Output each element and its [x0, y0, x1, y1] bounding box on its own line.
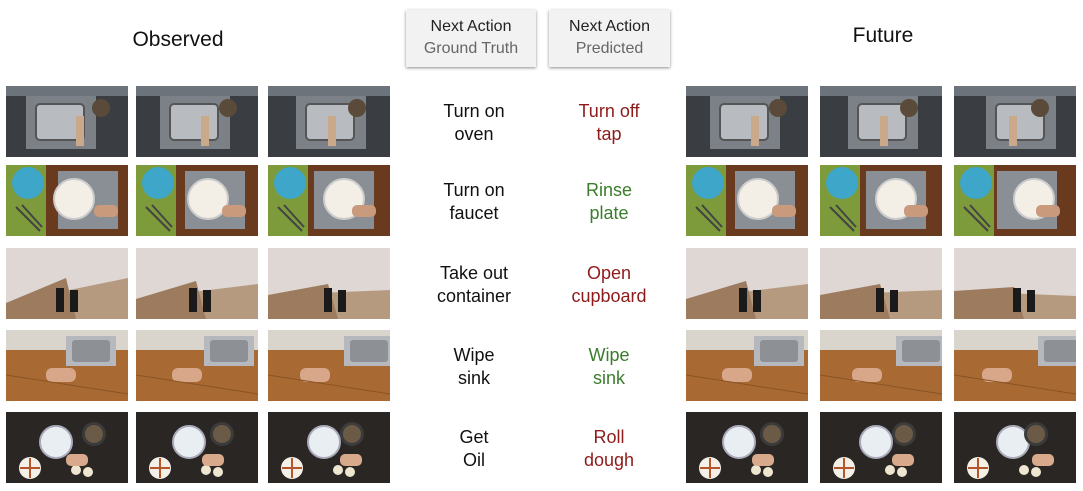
- future-frame-4-1: [686, 330, 808, 401]
- future-frame-2-3: [954, 165, 1076, 236]
- future-frame-1-1: [686, 86, 808, 157]
- observed-frame-5-3: [268, 412, 390, 483]
- observed-frame-5-2: [136, 412, 258, 483]
- observed-frame-1-3: [268, 86, 390, 157]
- predicted-header-card: Next Action Predicted: [549, 10, 670, 67]
- future-frame-3-3: [954, 248, 1076, 319]
- future-frame-5-2: [820, 412, 942, 483]
- future-frame-1-3: [954, 86, 1076, 157]
- observed-header: Observed: [132, 28, 224, 51]
- observed-frame-4-1: [6, 330, 128, 401]
- observed-frame-1-2: [136, 86, 258, 157]
- future-frame-5-3: [954, 412, 1076, 483]
- future-frame-3-1: [686, 248, 808, 319]
- future-frame-2-2: [820, 165, 942, 236]
- future-frame-3-2: [820, 248, 942, 319]
- future-frame-1-2: [820, 86, 942, 157]
- future-frame-4-3: [954, 330, 1076, 401]
- ground-truth-header-line1: Next Action: [430, 18, 512, 35]
- observed-frame-5-1: [6, 412, 128, 483]
- predicted-header-line2: Predicted: [575, 40, 644, 57]
- future-frame-5-1: [686, 412, 808, 483]
- observed-frame-2-2: [136, 165, 258, 236]
- future-frame-2-1: [686, 165, 808, 236]
- observed-frame-4-2: [136, 330, 258, 401]
- observed-frame-3-1: [6, 248, 128, 319]
- observed-frame-2-3: [268, 165, 390, 236]
- observed-frame-4-3: [268, 330, 390, 401]
- ground-truth-header-card: Next Action Ground Truth: [406, 10, 536, 67]
- observed-frame-3-2: [136, 248, 258, 319]
- future-frame-4-2: [820, 330, 942, 401]
- observed-frame-1-1: [6, 86, 128, 157]
- observed-frame-2-1: [6, 165, 128, 236]
- future-header: Future: [852, 24, 914, 47]
- predicted-header-line1: Next Action: [569, 18, 650, 35]
- ground-truth-header-line2: Ground Truth: [423, 40, 519, 57]
- observed-frame-3-3: [268, 248, 390, 319]
